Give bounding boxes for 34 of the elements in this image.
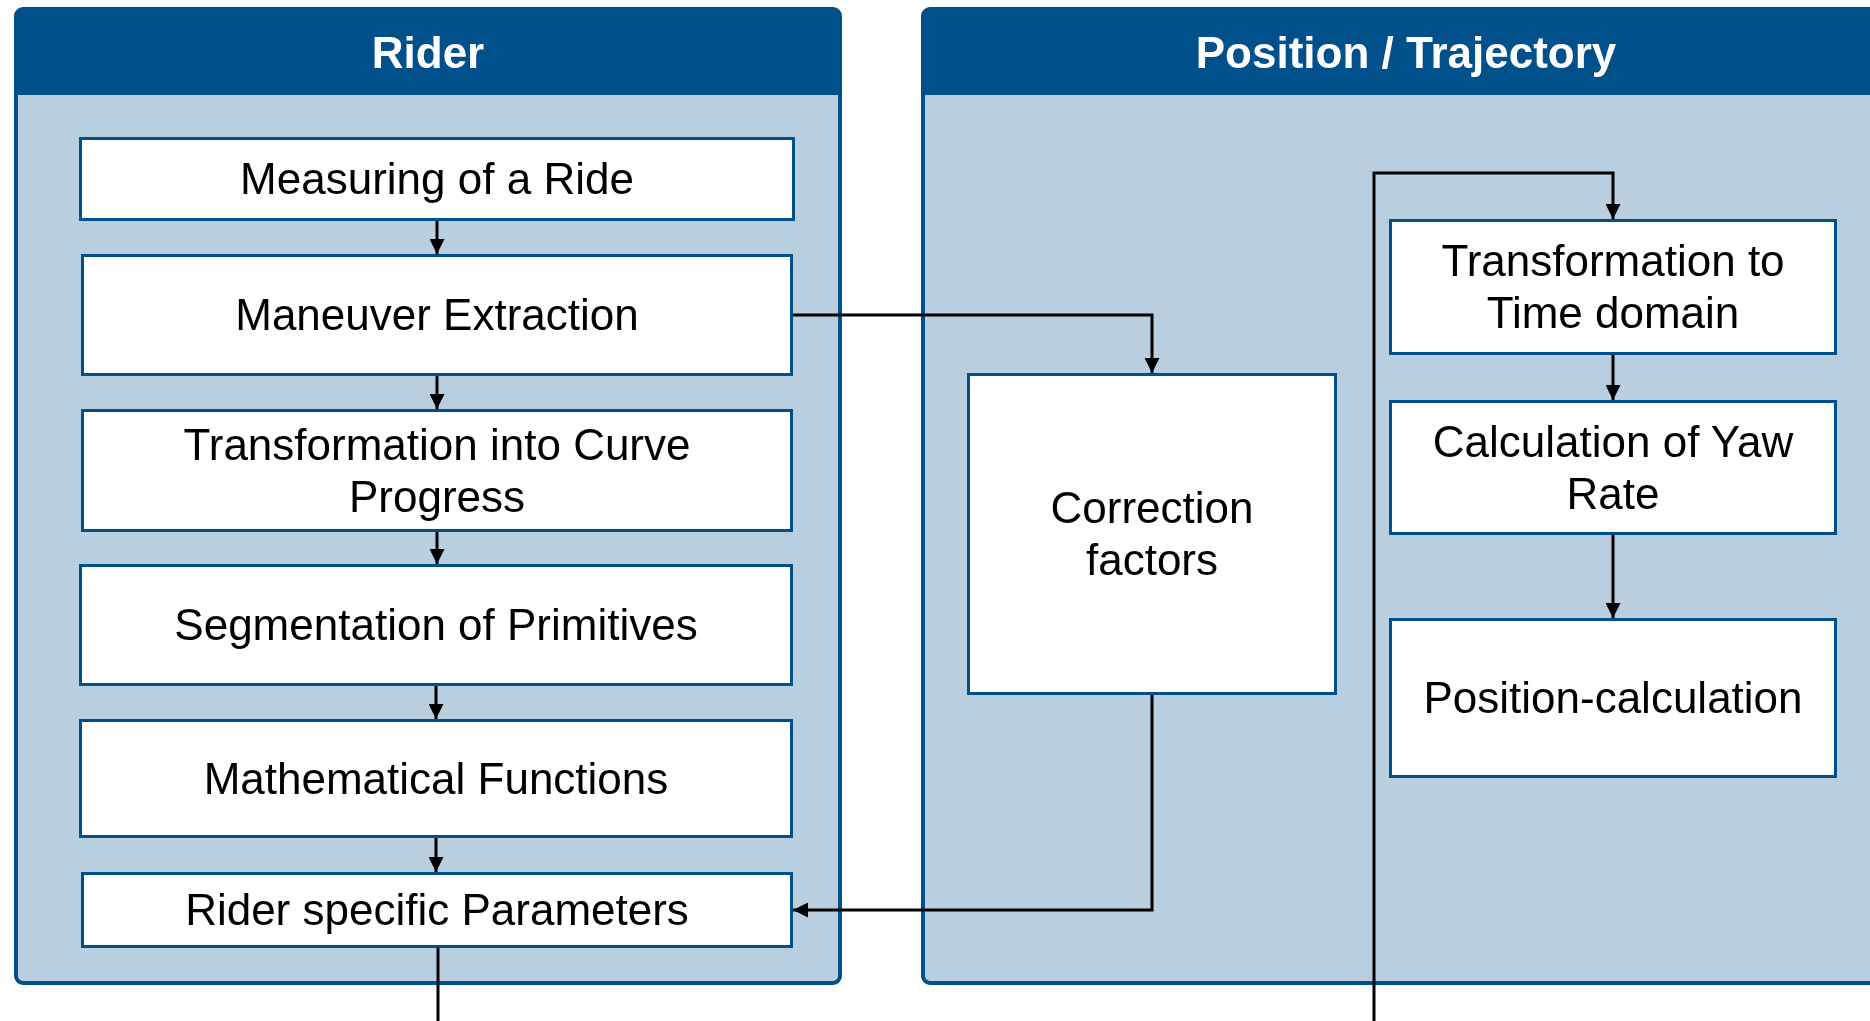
process-box	[79, 564, 793, 686]
connector-arrow	[429, 532, 445, 564]
connector-arrow	[1372, 171, 1621, 1021]
connector-arrow	[793, 313, 1160, 373]
process-box	[1389, 400, 1837, 535]
box-label: Rider specific Parameters	[184, 884, 690, 936]
connector-arrow	[429, 376, 445, 409]
process-box	[79, 137, 795, 221]
process-box	[81, 409, 793, 532]
group-panel	[14, 7, 842, 985]
box-label: Mathematical Functions	[202, 752, 670, 805]
connector-arrow	[428, 838, 444, 872]
process-box	[81, 872, 793, 948]
connector-arrow	[793, 695, 1154, 918]
panel-title: Rider	[18, 11, 838, 95]
box-label: Correction factors	[1049, 482, 1255, 586]
box-label: Transformation into Curve Progress	[182, 418, 692, 523]
box-label: Transformation to Time domain	[1440, 235, 1786, 339]
box-label: Measuring of a Ride	[239, 153, 635, 205]
connector-arrow	[1605, 535, 1621, 618]
box-label: Position-calculation	[1422, 672, 1804, 724]
box-label: Segmentation of Primitives	[173, 599, 699, 651]
box-label: Maneuver Extraction	[234, 289, 640, 341]
box-label: Calculation of Yaw Rate	[1431, 415, 1795, 520]
process-box	[81, 254, 793, 376]
connector-arrow	[428, 686, 444, 719]
panel-title: Position / Trajectory	[925, 11, 1870, 95]
process-box	[967, 373, 1337, 695]
connector-arrow	[429, 221, 445, 254]
process-box	[1389, 219, 1837, 355]
process-box	[1389, 618, 1837, 778]
connector-arrow	[1605, 355, 1621, 400]
group-panel	[921, 7, 1870, 985]
process-box	[79, 719, 793, 838]
